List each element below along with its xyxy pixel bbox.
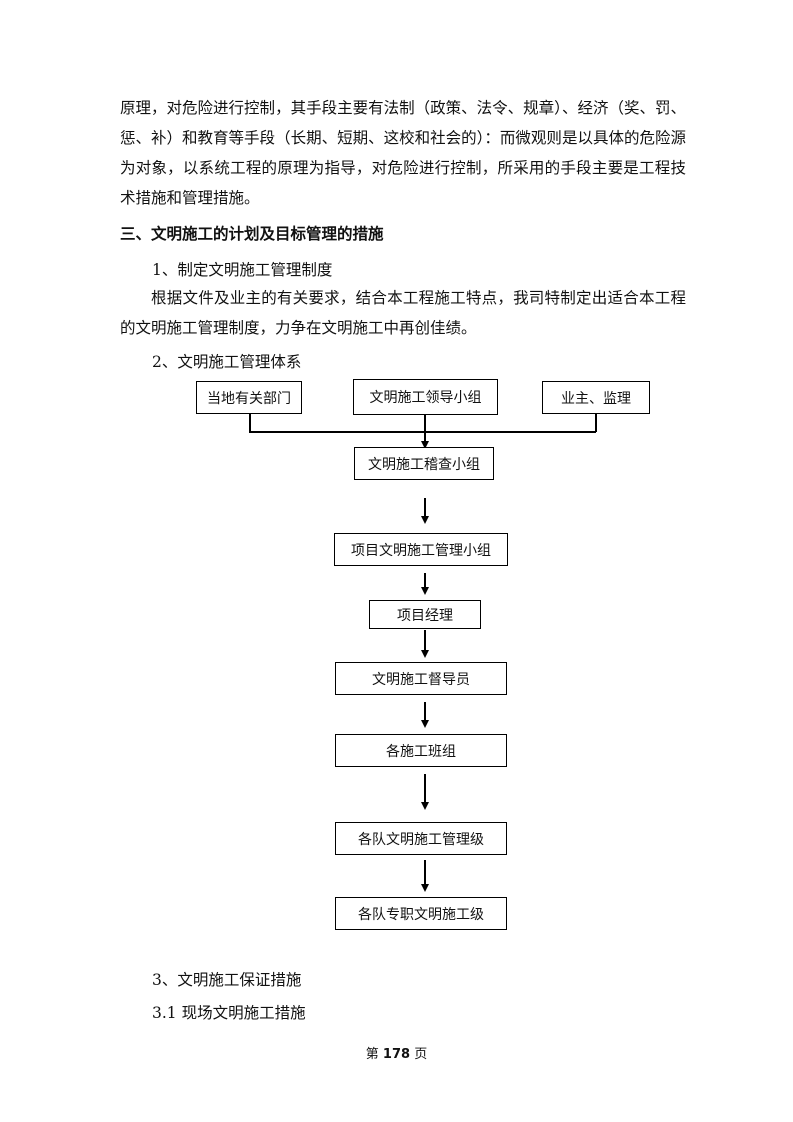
item31-title: 3.1 现场文明施工措施 [152, 1004, 306, 1022]
item1-title: 1、制定文明施工管理制度 [152, 261, 333, 279]
arrow-to-node3 [421, 587, 429, 595]
box-construction-teams: 各施工班组 [335, 734, 507, 767]
box-project-manager: 项目经理 [369, 600, 481, 629]
footer-prefix: 第 [365, 1047, 379, 1062]
arrow-to-node7 [421, 884, 429, 892]
line-node3-node4 [424, 630, 426, 652]
box-project-management-group: 项目文明施工管理小组 [334, 533, 508, 566]
section-heading: 三、文明施工的计划及目标管理的措施 [120, 225, 384, 243]
connector-left [249, 414, 251, 432]
box-team-dedicated-level: 各队专职文明施工级 [335, 897, 507, 930]
box-leadership-group: 文明施工领导小组 [353, 379, 498, 415]
arrow-to-node6 [421, 802, 429, 810]
page-number: 178 [382, 1047, 411, 1062]
line-node1-node2 [424, 498, 426, 518]
item1-body: 根据文件及业主的有关要求，结合本工程施工特点，我司特制定出适合本工程的文明施工管… [120, 289, 686, 337]
connector-center [424, 415, 426, 444]
box-owner-supervisor: 业主、监理 [542, 381, 650, 414]
line-node2-node3 [424, 573, 426, 589]
page-footer: 第 178 页 [0, 1043, 793, 1062]
footer-suffix: 页 [414, 1047, 428, 1062]
box-supervisor: 文明施工督导员 [335, 662, 507, 695]
item3-title: 3、文明施工保证措施 [152, 971, 302, 989]
intro-paragraph: 原理，对危险进行控制，其手段主要有法制（政策、法令、规章）、经济（奖、罚、惩、补… [120, 99, 686, 207]
line-node5-node6 [424, 774, 426, 804]
item2-title: 2、文明施工管理体系 [152, 353, 302, 371]
arrow-to-node1 [421, 441, 429, 449]
arrow-to-node5 [421, 720, 429, 728]
arrow-to-node4 [421, 650, 429, 658]
box-local-department: 当地有关部门 [196, 381, 302, 414]
arrow-to-node2 [421, 516, 429, 524]
line-node4-node5 [424, 702, 426, 722]
connector-horizontal [249, 431, 596, 433]
line-node6-node7 [424, 860, 426, 886]
box-team-management-level: 各队文明施工管理级 [335, 822, 507, 855]
connector-right [595, 414, 597, 432]
box-inspection-group: 文明施工稽查小组 [354, 447, 494, 480]
